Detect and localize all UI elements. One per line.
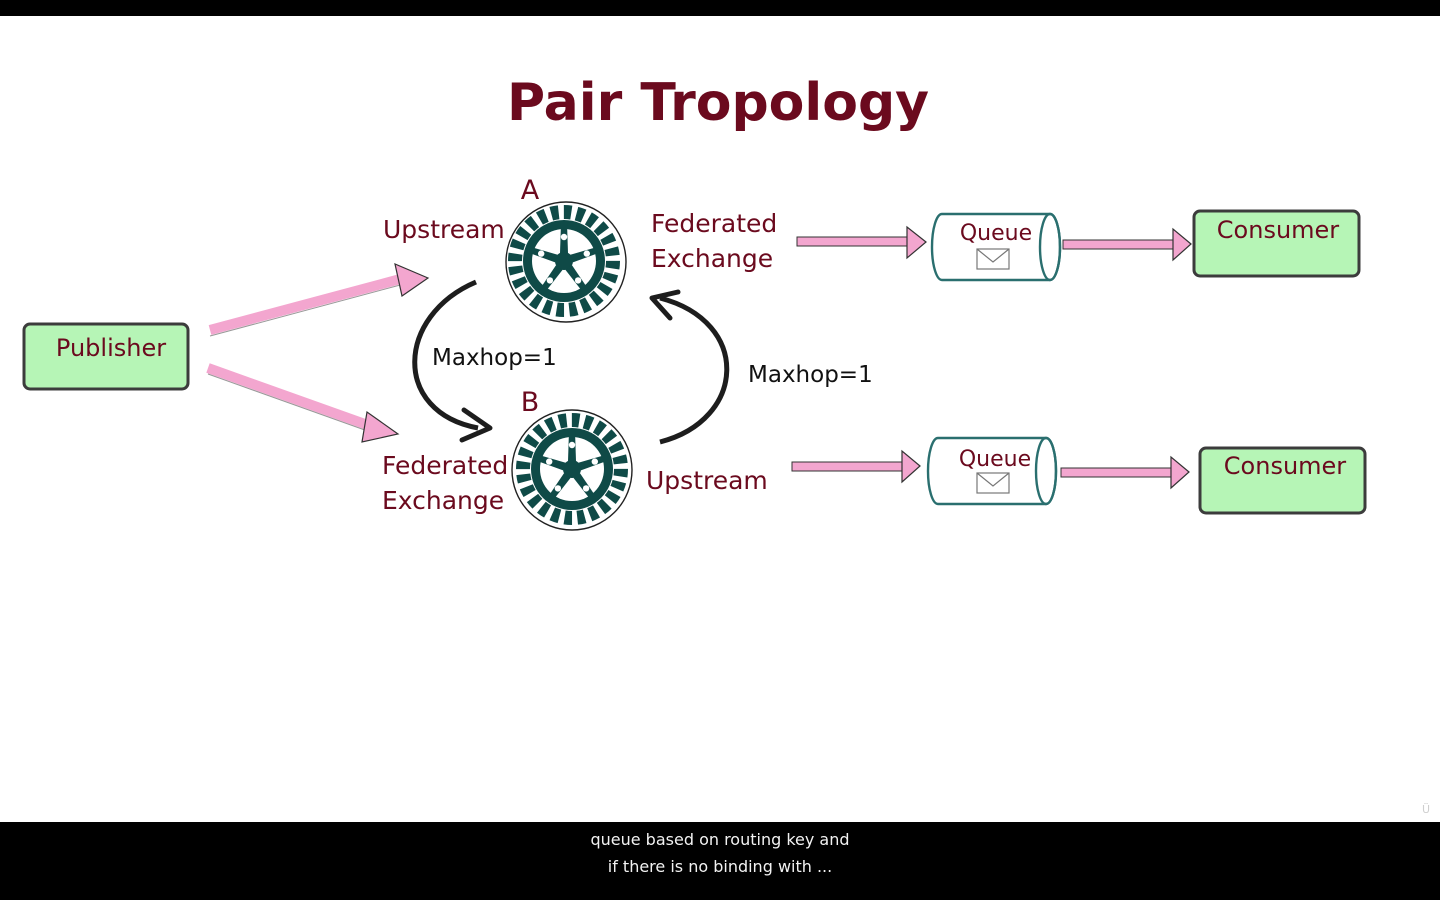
consumer-1-label: Consumer (1217, 216, 1340, 244)
arrow-b-to-queue (791, 449, 921, 484)
publisher-label: Publisher (56, 334, 166, 362)
node-b-exchange-label: Exchange (382, 486, 504, 515)
queue-1: Queue (930, 212, 1062, 282)
subtitle-bar: queue based on routing key and if there … (0, 822, 1440, 900)
video-top-bar (0, 0, 1440, 16)
node-b-federated-label: Federated (382, 451, 508, 480)
node-a-letter: A (521, 175, 540, 206)
queue-2: Queue (926, 436, 1058, 506)
page-title: Pair Tropology (507, 73, 929, 133)
arrow-b-to-a (649, 289, 730, 445)
consumer-2-box: Consumer (1198, 446, 1367, 515)
subtitle-line-1: queue based on routing key and (590, 830, 850, 849)
gear-icon (515, 212, 613, 310)
node-b-upstream-label: Upstream (646, 466, 768, 495)
arrow-a-to-b (412, 279, 493, 443)
consumer-1-box: Consumer (1192, 209, 1361, 278)
node-a-exchange-label: Exchange (651, 244, 773, 273)
queue-1-label: Queue (960, 221, 1032, 246)
gear-icon (523, 420, 621, 518)
envelope-icon (976, 472, 1010, 494)
arrow-queue1-to-consumer1 (1062, 227, 1192, 262)
node-a-federated-label: Federated (651, 209, 777, 238)
slide: Pair Tropology Publisher A (0, 16, 1440, 822)
hop-label-right: Maxhop=1 (748, 362, 873, 388)
udemy-watermark-icon: Ü (1421, 803, 1430, 816)
arrow-queue2-to-consumer2 (1060, 455, 1190, 490)
envelope-icon (976, 248, 1010, 270)
arrow-publisher-to-b (206, 363, 400, 443)
node-a-upstream-label: Upstream (383, 215, 505, 244)
subtitle-line-2: if there is no binding with ... (607, 857, 833, 876)
queue-2-label: Queue (959, 447, 1031, 472)
hop-label-left: Maxhop=1 (432, 345, 557, 371)
arrow-a-to-queue (796, 225, 927, 260)
broker-node-a: A (505, 175, 627, 323)
consumer-2-label: Consumer (1224, 452, 1347, 480)
pair-topology-diagram: Pair Tropology Publisher A (22, 73, 1367, 531)
node-b-letter: B (521, 387, 540, 418)
arrow-publisher-to-a (208, 262, 430, 337)
publisher-box: Publisher (22, 322, 190, 391)
broker-node-b: B (511, 387, 633, 531)
